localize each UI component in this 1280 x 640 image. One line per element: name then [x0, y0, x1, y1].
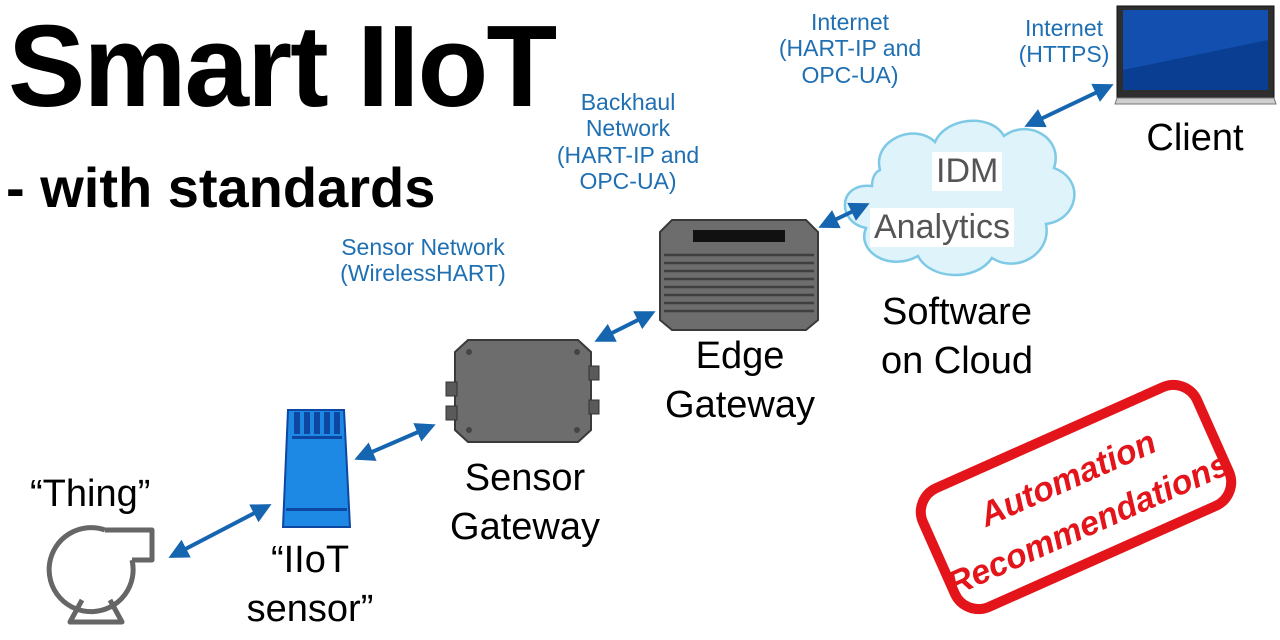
sensor-gateway-label: Sensor Gateway: [450, 457, 600, 549]
cloud-icon: [843, 119, 1076, 277]
internet-cloud-label: Internet (HART-IP and OPC-UA): [778, 9, 922, 88]
thing-label: “Thing”: [30, 473, 151, 515]
edge-gateway-label: Edge Gateway: [665, 335, 815, 427]
analytics-label: Analytics: [870, 208, 1015, 247]
iiot-sensor-label: “IIoT sensor”: [246, 539, 374, 631]
client-label: Client: [1146, 117, 1244, 159]
backhaul-network-label: Backhaul Network (HART-IP and OPC-UA): [556, 89, 700, 195]
sensor-network-label: Sensor Network (WirelessHART): [340, 234, 506, 287]
bidirectional-arrow-icon: [168, 83, 1114, 558]
automation-recommendations-stamp: Automation Recommendations: [915, 379, 1237, 615]
page-title: Smart IIoT: [8, 1, 557, 131]
cloud-software-label: Software on Cloud: [880, 291, 1034, 383]
wireless-sensor-icon: [281, 409, 352, 528]
page-subtitle: - with standards: [6, 156, 436, 219]
internet-client-label: Internet (HTTPS): [1018, 15, 1110, 68]
laptop-icon: [1114, 5, 1277, 105]
sensor-gateway-icon: [445, 339, 600, 443]
idm-label: IDM: [932, 152, 1003, 191]
edge-gateway-icon: [659, 219, 819, 331]
pump-icon: [46, 525, 155, 625]
